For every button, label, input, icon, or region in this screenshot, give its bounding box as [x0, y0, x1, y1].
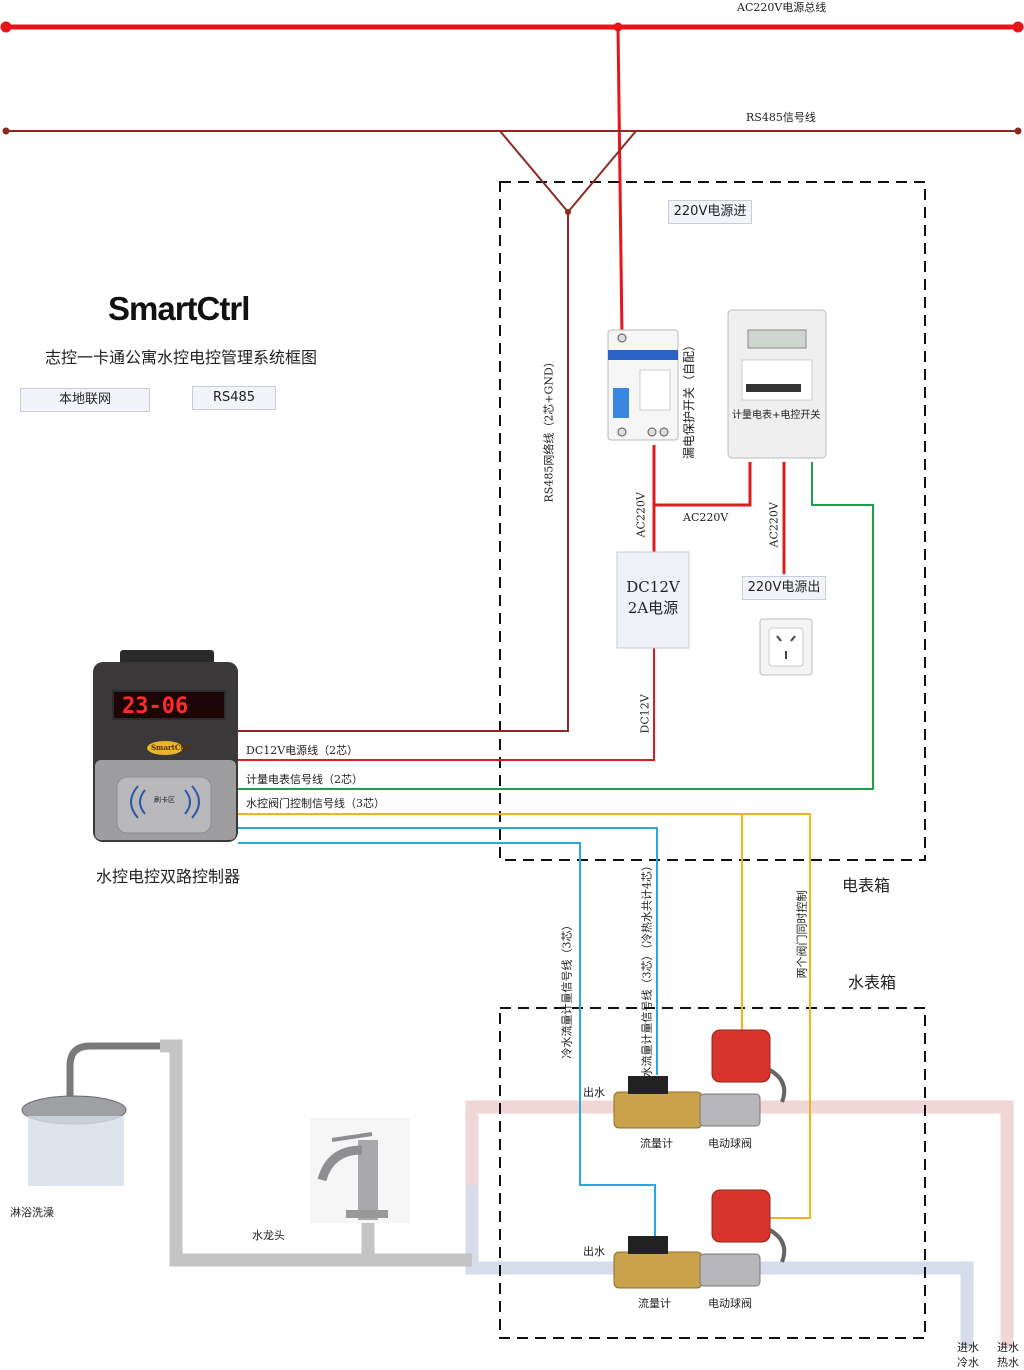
shower-label: 淋浴洗澡 [10, 1206, 54, 1219]
power-in-tag: 220V电源进 [668, 200, 752, 224]
meter-box-outline [499, 181, 926, 861]
valve-signal-wire [238, 813, 811, 1219]
leakage-breaker [607, 329, 679, 441]
rs485-bus [6, 130, 1018, 732]
meter-label: 计量电表+电控开关 [732, 410, 821, 421]
page-subtitle: 志控一卡通公寓水控电控管理系统框图 [45, 348, 318, 367]
valve-sync-label: 两个阀门同时控制 [795, 890, 809, 979]
controller-label: 水控电控双路控制器 [96, 867, 241, 886]
valve-signal-label: 水控阀门控制信号线（3芯） [246, 797, 385, 810]
meter-box-label: 电表箱 [842, 876, 891, 895]
card-zone-label: 刷卡区 [154, 796, 175, 804]
faucet-label: 水龙头 [252, 1229, 285, 1242]
controller-display: 23-06 [112, 690, 226, 720]
power-bus-label: AC220V电源总线 [737, 1, 827, 14]
shower-head [21, 1042, 160, 1186]
cold-flow-signal-label: 冷水流量计量信号线（3芯） [560, 919, 574, 1059]
valve-bottom-label: 电动球阀 [708, 1297, 752, 1310]
brand-title: SmartCtrl [108, 290, 250, 327]
legend-local-network: 本地联网 [20, 388, 150, 412]
ac220-wiring [652, 445, 786, 574]
ac220-label-b: AC220V [683, 511, 729, 524]
controller-badge: SmartCtrl [151, 743, 191, 752]
dc12v-label: DC12V [638, 694, 652, 734]
cold-flow-signal-wire [238, 842, 656, 1236]
cold-ball-valve [699, 1189, 787, 1287]
ac220-label-a: AC220V [634, 492, 648, 538]
dc12v-line-label: DC12V电源线（2芯） [246, 744, 359, 757]
cold-inlet-label: 进水 冷水 [957, 1341, 979, 1369]
hot-flow-signal-wire [238, 827, 658, 1075]
dc12v-wire [238, 648, 655, 761]
rs485-bus-label: RS485信号线 [746, 111, 816, 124]
flowmeter-top-label: 流量计 [640, 1137, 673, 1150]
psu-label: DC12V 2A电源 [626, 578, 680, 617]
dc-power-supply [616, 551, 690, 649]
hot-flowmeter [613, 1076, 703, 1129]
power-out-tag: 220V电源出 [742, 576, 826, 600]
meter-signal-label: 计量电表信号线（2芯） [246, 773, 363, 786]
faucet [310, 1118, 410, 1223]
ac220-label-c: AC220V [767, 502, 781, 548]
outlet-bottom-label: 出水 [583, 1245, 605, 1258]
hot-flow-signal-label: 热水流量计量信号线（3芯）（冷热水共计4芯） [640, 860, 654, 1089]
power-bus [0, 21, 1024, 339]
outlet-top-label: 出水 [583, 1086, 605, 1099]
breaker-label: 漏电保护开关（自配） [682, 338, 696, 459]
hot-inlet-label: 进水 热水 [997, 1341, 1019, 1369]
cold-flowmeter [613, 1236, 703, 1289]
water-box-label: 水表箱 [848, 973, 897, 992]
meter-signal-wire [238, 462, 874, 790]
mixed-water-pipe [160, 1039, 472, 1267]
legend-rs485: RS485 [192, 386, 276, 410]
valve-top-label: 电动球阀 [708, 1137, 752, 1150]
hot-ball-valve [699, 1029, 787, 1127]
rs485-cable-label: RS485网络线（2芯+GND） [542, 356, 556, 503]
flowmeter-bottom-label: 流量计 [638, 1297, 671, 1310]
wall-socket [759, 618, 813, 676]
energy-meter [727, 309, 827, 459]
